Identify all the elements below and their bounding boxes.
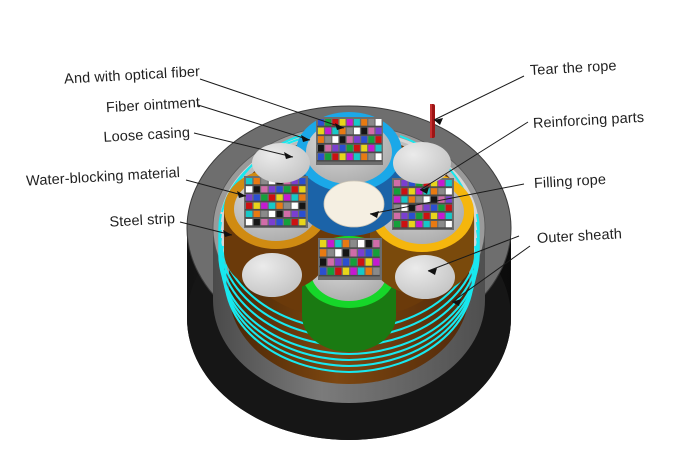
fiber-ribbon-stack-orange-tube: [244, 176, 308, 228]
filling-rope-rods: [242, 142, 455, 299]
center-filling-rope: [323, 180, 385, 228]
leader-lines: [179, 75, 531, 306]
tear-rope: [430, 104, 435, 138]
fiber-ribbon-stack-blue-tube: [316, 117, 383, 165]
fiber-ribbon-stack-green-tube: [318, 238, 382, 280]
